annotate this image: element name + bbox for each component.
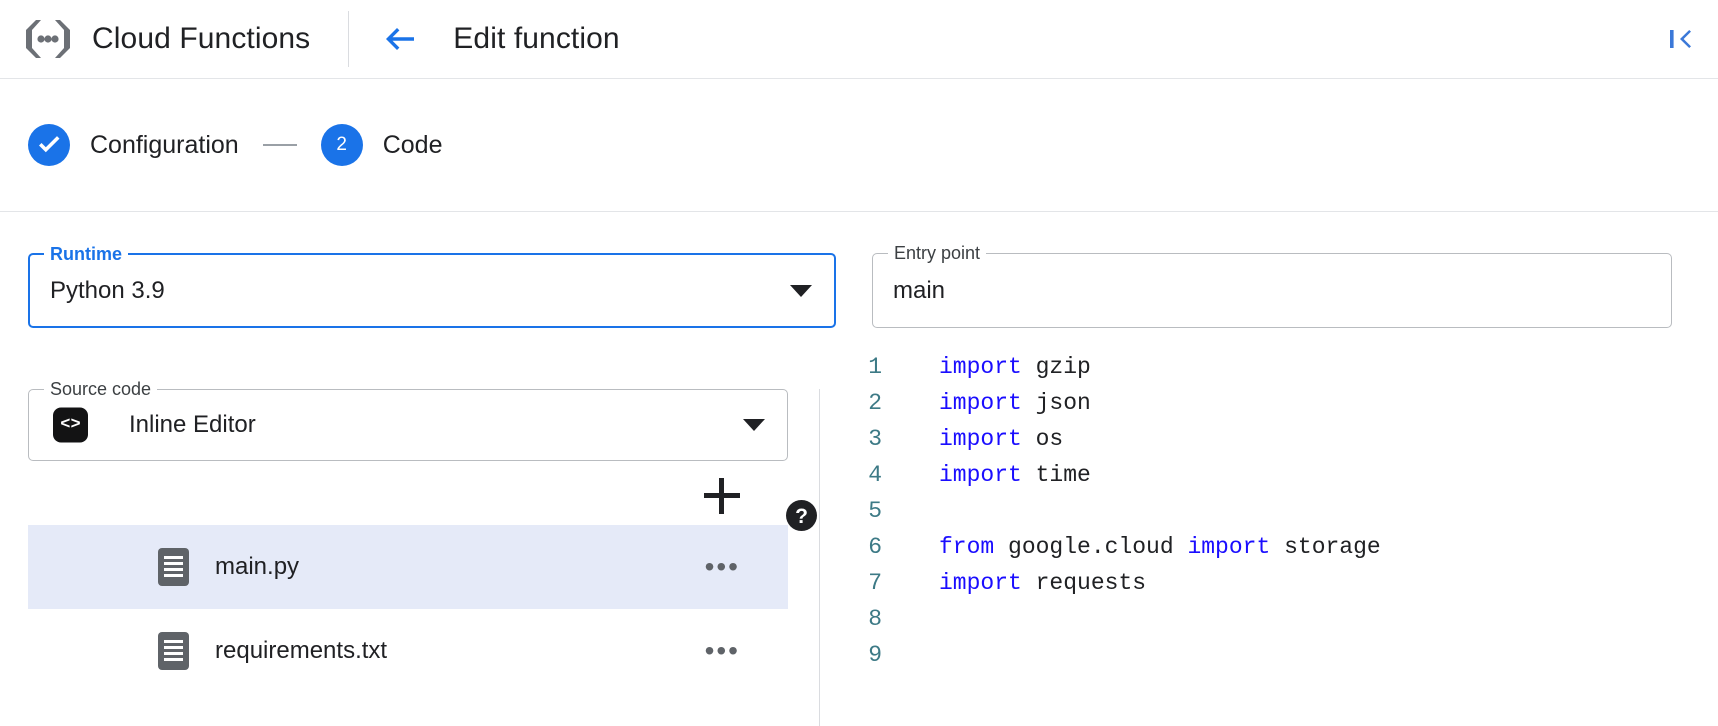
product-brand[interactable]: Cloud Functions xyxy=(0,17,310,61)
chevron-down-icon[interactable] xyxy=(790,284,812,297)
wizard-stepper: Configuration 2 Code xyxy=(0,79,1718,212)
file-name: requirements.txt xyxy=(215,637,388,664)
code-text: import requests xyxy=(939,570,1147,596)
line-number: 6 xyxy=(868,534,882,560)
entry-point-input[interactable]: Entry point main xyxy=(872,242,1672,328)
file-icon xyxy=(158,632,189,670)
code-editor[interactable]: 1 import gzip 2 import json 3 import os 4 impor… xyxy=(820,349,1718,726)
code-line: 6 from google.cloud import storage xyxy=(820,529,1718,565)
entry-point-value: main xyxy=(893,276,946,304)
file-toolbar xyxy=(28,464,788,534)
chevron-down-icon[interactable] xyxy=(743,419,765,431)
step-configuration-label: Configuration xyxy=(90,130,239,159)
check-circle-icon xyxy=(28,124,70,166)
more-options-icon[interactable]: ••• xyxy=(704,551,740,582)
file-list-item-main-py[interactable]: main.py ••• xyxy=(28,525,788,609)
step-code[interactable]: 2 Code xyxy=(320,124,443,166)
file-list-item-requirements-txt[interactable]: requirements.txt ••• xyxy=(28,609,788,693)
code-line: 8 xyxy=(820,601,1718,637)
page-title: Edit function xyxy=(453,22,620,55)
arrow-left-icon[interactable] xyxy=(381,20,419,58)
more-options-icon[interactable]: ••• xyxy=(704,635,740,666)
runtime-select[interactable]: Runtime Python 3.9 xyxy=(28,243,836,328)
header-divider xyxy=(348,11,350,67)
code-text: import os xyxy=(939,426,1064,452)
entry-point-label: Entry point xyxy=(888,242,987,264)
runtime-value: Python 3.9 xyxy=(50,276,165,304)
code-line: 7 import requests xyxy=(820,565,1718,601)
step-code-number: 2 xyxy=(320,124,363,166)
code-text: import json xyxy=(939,390,1091,416)
collapse-panel-icon[interactable] xyxy=(1666,24,1696,54)
line-number: 2 xyxy=(868,390,882,416)
code-line: 9 xyxy=(820,637,1718,673)
top-bar-actions xyxy=(1666,24,1718,54)
line-number: 7 xyxy=(868,570,882,596)
editor-divider xyxy=(819,389,820,726)
source-code-select[interactable]: Source code <> Inline Editor xyxy=(28,378,788,461)
cloud-functions-logo xyxy=(22,17,74,61)
code-text: import gzip xyxy=(939,354,1091,380)
file-icon xyxy=(158,548,189,586)
code-text: import time xyxy=(939,462,1091,488)
source-code-label: Source code xyxy=(44,378,158,400)
product-title: Cloud Functions xyxy=(92,22,311,55)
code-brackets-icon: <> xyxy=(53,407,88,443)
line-number: 9 xyxy=(868,642,882,668)
step-configuration[interactable]: Configuration xyxy=(28,124,239,166)
code-line: 2 import json xyxy=(820,385,1718,421)
line-number: 3 xyxy=(868,426,882,452)
line-number: 5 xyxy=(868,498,882,524)
code-line: 4 import time xyxy=(820,457,1718,493)
code-line: 5 xyxy=(820,493,1718,529)
file-list: main.py ••• requirements.txt ••• xyxy=(28,525,788,693)
code-line: 3 import os xyxy=(820,421,1718,457)
top-bar: Cloud Functions Edit function xyxy=(0,0,1718,79)
svg-text:?: ? xyxy=(795,505,808,528)
code-line: 1 import gzip xyxy=(820,349,1718,385)
line-number: 8 xyxy=(868,606,882,632)
file-name: main.py xyxy=(215,553,300,580)
code-text: from google.cloud import storage xyxy=(939,534,1381,560)
step-code-label: Code xyxy=(382,130,443,159)
code-brackets-glyph: <> xyxy=(60,415,81,435)
plus-icon[interactable] xyxy=(704,478,740,514)
runtime-label: Runtime xyxy=(44,243,128,265)
line-number: 1 xyxy=(868,354,882,380)
line-number: 4 xyxy=(868,462,882,488)
step-separator xyxy=(262,144,297,146)
runtime-help-icon[interactable]: ? xyxy=(786,500,817,531)
source-code-value: Inline Editor xyxy=(129,411,256,438)
code-step-content: Runtime Python 3.9 ? Entry point main ? … xyxy=(0,212,1718,726)
